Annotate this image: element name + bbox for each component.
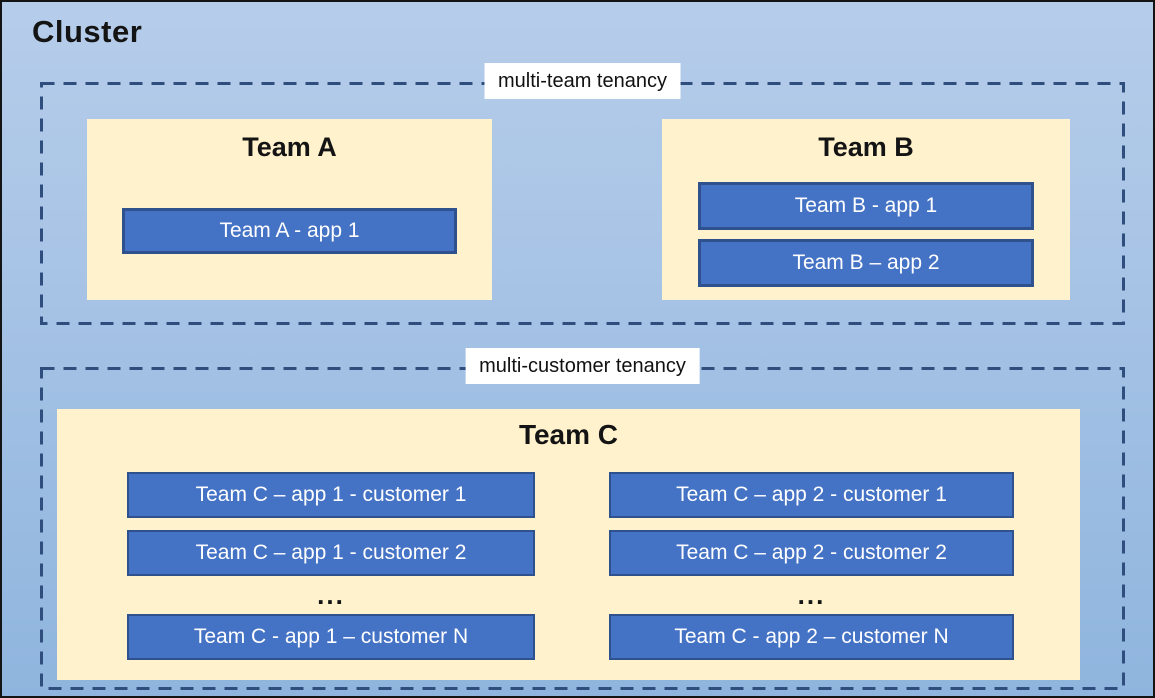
team-b-app-2-box: Team B – app 2 [698,239,1034,287]
cluster-title: Cluster [32,14,143,49]
team-c-app2-customer2-box: Team C – app 2 - customer 2 [609,530,1014,576]
team-b-box: Team B Team B - app 1 Team B – app 2 [662,119,1070,300]
team-b-app-1-box: Team B - app 1 [698,182,1034,230]
team-c-app2-customer1-box: Team C – app 2 - customer 1 [609,472,1014,518]
ellipsis-app1-column: ... [317,580,345,610]
team-a-box: Team A Team A - app 1 [87,119,492,300]
team-c-title: Team C [518,419,619,450]
team-a-app-1-box: Team A - app 1 [122,208,457,254]
multi-customer-tenancy-label: multi-customer tenancy [465,348,700,384]
ellipsis-app2-column: ... [797,580,826,610]
team-b-title: Team B [818,132,914,162]
multi-customer-tenancy-zone: multi-customer tenancy Team C Team C – a… [40,348,1125,690]
team-c-app-1-column: Team C – app 1 - customer 1 Team C – app… [127,472,535,660]
multi-team-tenancy-zone: multi-team tenancy Team A Team A - app 1… [40,63,1125,325]
team-c-app-2-column: Team C – app 2 - customer 1 Team C – app… [609,472,1014,660]
team-c-app1-customer1-box: Team C – app 1 - customer 1 [127,472,535,518]
multi-team-tenancy-label: multi-team tenancy [484,63,681,99]
team-c-box: Team C Team C – app 1 - customer 1 Team … [57,409,1080,680]
team-c-app1-customerN-box: Team C - app 1 – customer N [127,614,535,660]
team-c-app1-customer2-box: Team C – app 1 - customer 2 [127,530,535,576]
team-c-app2-customerN-box: Team C - app 2 – customer N [609,614,1014,660]
team-a-title: Team A [242,132,337,162]
